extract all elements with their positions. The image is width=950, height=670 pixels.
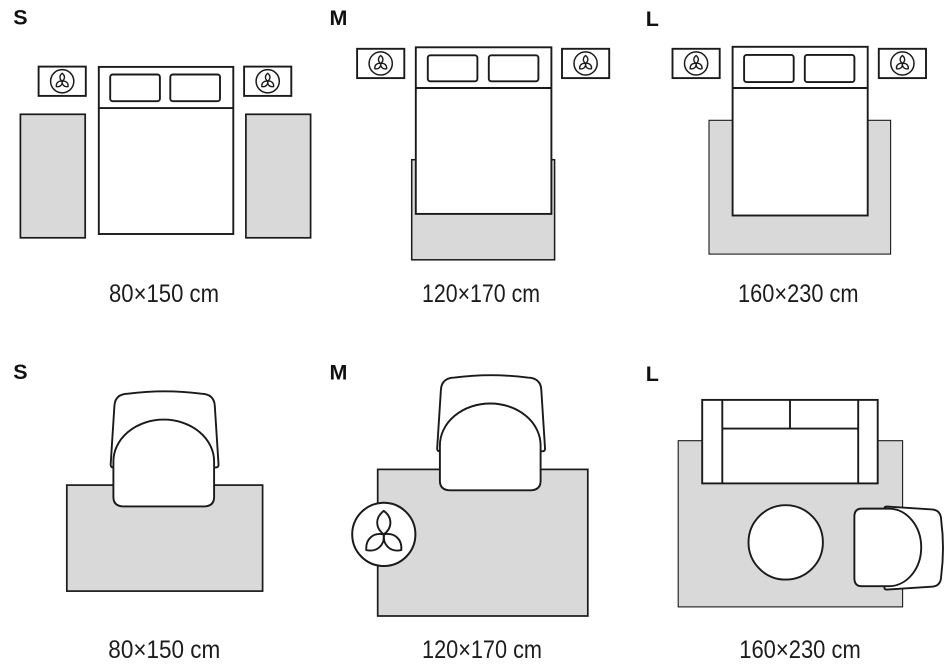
svg-text:80×150 cm: 80×150 cm xyxy=(108,637,220,664)
svg-text:80×150 cm: 80×150 cm xyxy=(109,281,219,308)
svg-text:160×230 cm: 160×230 cm xyxy=(739,637,861,664)
svg-text:L: L xyxy=(646,7,659,31)
svg-text:M: M xyxy=(330,6,348,30)
svg-text:M: M xyxy=(330,360,348,384)
svg-text:L: L xyxy=(646,362,659,386)
svg-text:S: S xyxy=(13,5,27,29)
svg-text:120×170 cm: 120×170 cm xyxy=(422,281,540,308)
svg-text:160×230 cm: 160×230 cm xyxy=(738,281,859,308)
svg-text:S: S xyxy=(13,360,27,384)
svg-text:120×170 cm: 120×170 cm xyxy=(422,637,542,664)
